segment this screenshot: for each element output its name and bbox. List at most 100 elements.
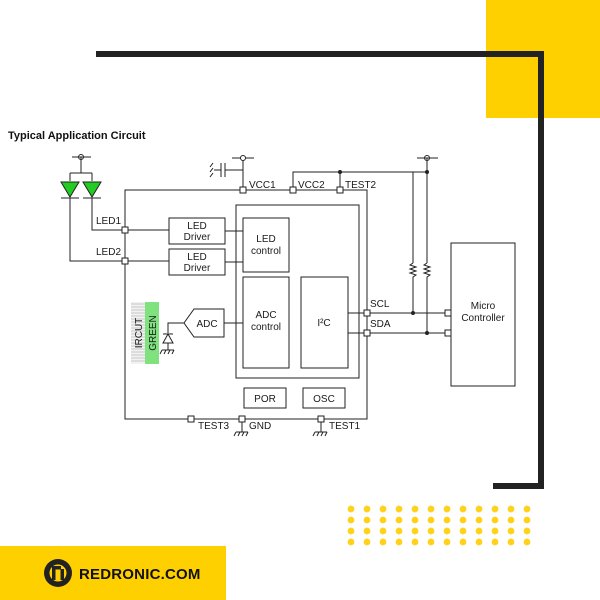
led-driver-2-line2: Driver: [184, 263, 211, 274]
yellow-dot: [379, 527, 387, 535]
yellow-dot: [459, 538, 467, 546]
mcu-scl-pin: [444, 309, 452, 317]
photodiode-icon: [159, 322, 184, 355]
adc-control-line2: control: [251, 322, 281, 333]
micro-controller-line2: Controller: [461, 313, 505, 324]
yellow-dot: [459, 505, 467, 513]
i2c-block: [300, 276, 349, 369]
yellow-dot: [507, 527, 515, 535]
yellow-dot: [443, 516, 451, 524]
yellow-dot: [523, 516, 531, 524]
brand-name: REDRONIC.COM: [79, 566, 201, 583]
yellow-dot: [523, 527, 531, 535]
yellow-dot: [427, 505, 435, 513]
test3-pin: [187, 415, 195, 423]
osc-label: OSC: [313, 394, 335, 405]
sda-label: SDA: [370, 319, 391, 330]
adc-control-block: [242, 276, 290, 369]
yellow-dot: [475, 505, 483, 513]
yellow-dot: [443, 538, 451, 546]
green-label: GREEN: [148, 315, 159, 351]
led-supply-wiring: [69, 154, 125, 262]
yellow-dot: [459, 516, 467, 524]
yellow-dot: [507, 505, 515, 513]
yellow-dot: [443, 527, 451, 535]
yellow-dot: [523, 505, 531, 513]
por-block: [243, 387, 287, 409]
vcc1-label: VCC1: [249, 180, 276, 191]
yellow-dot: [491, 505, 499, 513]
yellow-dot: [507, 516, 515, 524]
gnd-label: GND: [249, 421, 271, 432]
vcc2-pin: [289, 186, 297, 194]
yellow-dot: [475, 527, 483, 535]
yellow-dot: [347, 527, 355, 535]
green-filter-bar: [145, 302, 159, 364]
adc-control-line1: ADC: [255, 310, 276, 321]
por-label: POR: [254, 394, 276, 405]
yellow-dot: [427, 516, 435, 524]
led-driver-1-line2: Driver: [184, 232, 211, 243]
gnd-ground-icon: [233, 422, 249, 437]
yellow-dot: [379, 516, 387, 524]
led-control-block: [242, 217, 290, 273]
osc-block: [302, 387, 346, 409]
redronic-logo-icon: [44, 559, 72, 587]
vcc1-pin: [239, 186, 247, 194]
led1-label: LED1: [96, 216, 121, 227]
ircut-label: IRCUT: [134, 318, 145, 349]
vcc1-supply-wiring: [209, 155, 254, 190]
test2-pin: [336, 186, 344, 194]
mcu-sda-pin: [444, 329, 452, 337]
vcc2-label: VCC2: [298, 180, 325, 191]
yellow-dot: [507, 538, 515, 546]
yellow-dot: [427, 527, 435, 535]
gnd-pin: [238, 415, 246, 423]
test3-label: TEST3: [198, 421, 230, 432]
micro-controller-line1: Micro: [471, 301, 496, 312]
led-control-line1: LED: [256, 234, 275, 245]
led2-pin: [121, 257, 129, 265]
sda-pullup-resistor-icon: [422, 262, 432, 279]
led-driver-1-block: [168, 217, 226, 245]
yellow-dot: [427, 538, 435, 546]
yellow-dot: [491, 538, 499, 546]
led-driver-2-line1: LED: [187, 252, 206, 263]
yellow-dot: [363, 516, 371, 524]
led-control-line2: control: [251, 246, 281, 257]
frame-bracket-line: [96, 51, 544, 489]
yellow-dot: [491, 527, 499, 535]
test1-label: TEST1: [329, 421, 361, 432]
sda-pin: [363, 329, 371, 337]
ic-core: [235, 204, 360, 379]
i2c-label: I²C: [317, 318, 330, 329]
test1-ground-icon: [312, 422, 328, 437]
led-driver-2-block: [168, 248, 226, 276]
yellow-dot: [411, 527, 419, 535]
led2-label: LED2: [96, 247, 121, 258]
adc-label: ADC: [196, 319, 217, 330]
yellow-dot: [363, 527, 371, 535]
yellow-dot: [411, 516, 419, 524]
yellow-dot: [363, 505, 371, 513]
yellow-dot: [347, 505, 355, 513]
yellow-dot: [475, 538, 483, 546]
yellow-dot: [379, 505, 387, 513]
micro-controller-block: [450, 242, 516, 387]
led-driver-1-line1: LED: [187, 221, 206, 232]
yellow-dot: [475, 516, 483, 524]
yellow-dot: [395, 505, 403, 513]
yellow-dot: [443, 505, 451, 513]
scl-pullup-resistor-icon: [408, 262, 418, 279]
ircut-filter-bar: [131, 302, 145, 364]
green-led-2-icon: [82, 181, 102, 199]
yellow-dot: [379, 538, 387, 546]
yellow-dot: [411, 505, 419, 513]
test2-label: TEST2: [345, 180, 377, 191]
yellow-dot: [523, 538, 531, 546]
diagram-title: Typical Application Circuit: [8, 130, 146, 142]
yellow-dot: [395, 516, 403, 524]
yellow-dot: [347, 538, 355, 546]
yellow-dot: [459, 527, 467, 535]
